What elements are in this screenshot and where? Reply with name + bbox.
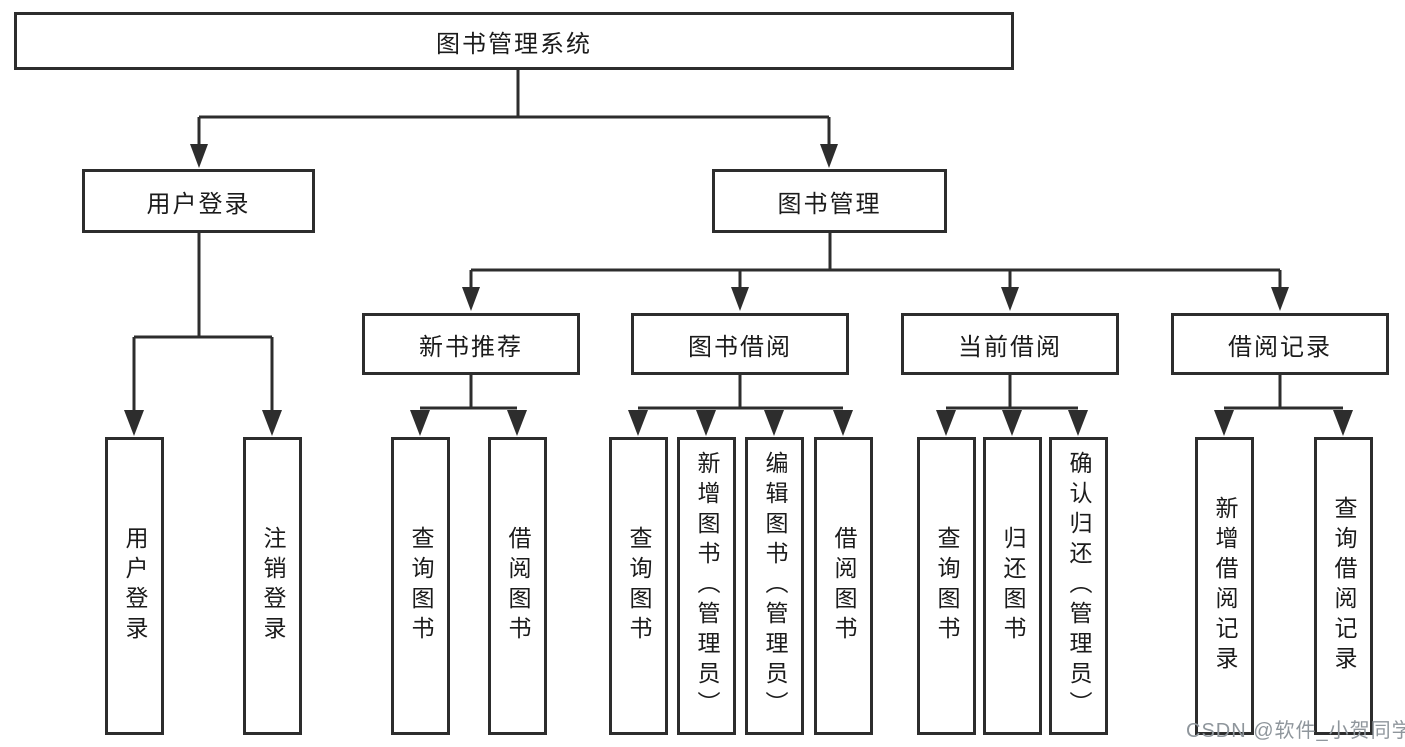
node-library-management-system: 图书管理系统 [14, 12, 1014, 70]
node-label: 确认归还（管理员） [1066, 451, 1092, 721]
node-records-add-borrow-record: 新增借阅记录 [1195, 437, 1254, 735]
node-label: 编辑图书（管理员） [762, 451, 788, 721]
node-borrowing-query-books: 查询图书 [609, 437, 668, 735]
node-label: 查询图书 [408, 526, 434, 646]
node-label: 查询借阅记录 [1331, 496, 1357, 676]
node-borrowing-edit-books-admin: 编辑图书（管理员） [745, 437, 804, 735]
node-book-management: 图书管理 [712, 169, 947, 233]
node-current-confirm-return-admin: 确认归还（管理员） [1049, 437, 1108, 735]
watermark-csdn: CSDN @软件_小贺同学 [1186, 720, 1405, 742]
node-label: 借阅图书 [505, 526, 531, 646]
node-newrec-borrow-books: 借阅图书 [488, 437, 547, 735]
node-current-return-books: 归还图书 [983, 437, 1042, 735]
node-user-login-leaf: 用户登录 [105, 437, 164, 735]
node-borrowing-borrow-books: 借阅图书 [814, 437, 873, 735]
node-label: 归还图书 [1000, 526, 1026, 646]
node-label: 借阅图书 [831, 526, 857, 646]
node-user-login: 用户登录 [82, 169, 315, 233]
node-label: 新增图书（管理员） [694, 451, 720, 721]
node-logout-leaf: 注销登录 [243, 437, 302, 735]
node-current-borrowing: 当前借阅 [901, 313, 1119, 375]
node-label: 用户登录 [122, 526, 148, 646]
node-current-query-books: 查询图书 [917, 437, 976, 735]
node-label: 注销登录 [260, 526, 286, 646]
node-label: 新增借阅记录 [1212, 496, 1238, 676]
node-new-book-recommendation: 新书推荐 [362, 313, 580, 375]
node-newrec-query-books: 查询图书 [391, 437, 450, 735]
node-records-query-borrow-record: 查询借阅记录 [1314, 437, 1373, 735]
node-label: 查询图书 [934, 526, 960, 646]
node-book-borrowing: 图书借阅 [631, 313, 849, 375]
node-label: 查询图书 [626, 526, 652, 646]
node-borrowing-add-books-admin: 新增图书（管理员） [677, 437, 736, 735]
node-borrowing-records: 借阅记录 [1171, 313, 1389, 375]
